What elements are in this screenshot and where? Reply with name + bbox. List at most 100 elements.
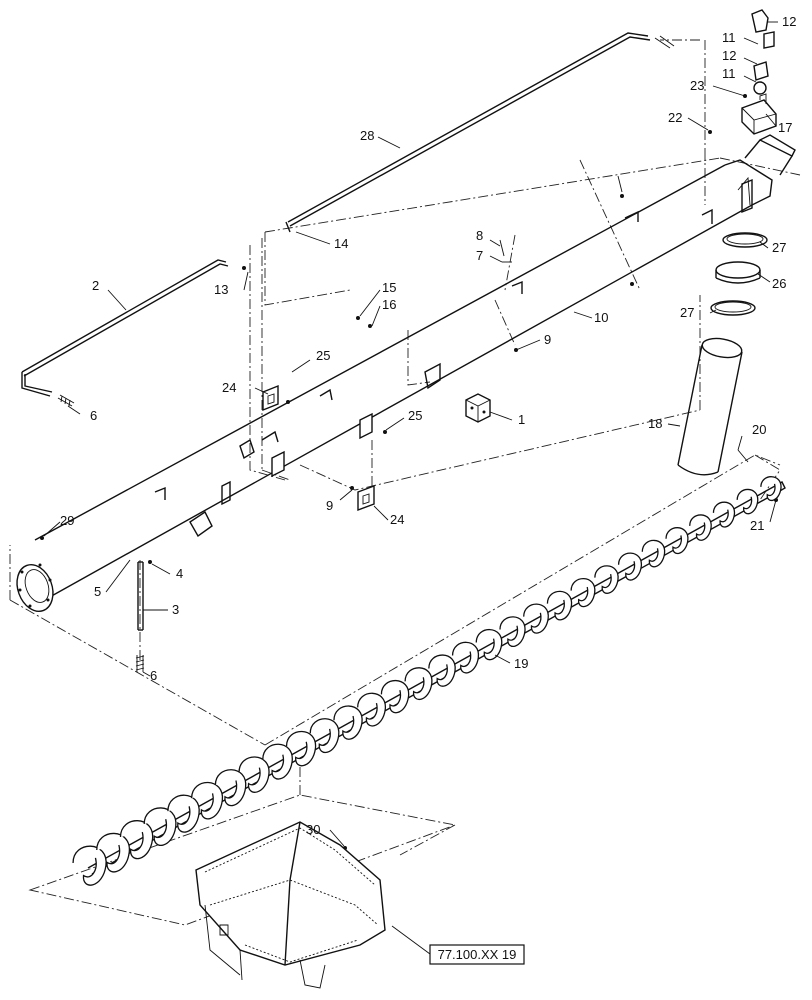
threaded-end-lower [135, 655, 145, 672]
callout-25a: 25 [316, 348, 330, 363]
callout-30: 30 [306, 822, 320, 837]
auger-flight [380, 680, 410, 714]
callout-12a: 12 [782, 14, 796, 29]
top-hardware-stack [741, 9, 777, 135]
auger-flight [238, 756, 270, 793]
part-3-rod [137, 561, 144, 631]
rod-lower [21, 259, 229, 407]
callout-25b: 25 [408, 408, 422, 423]
callout-24b: 24 [390, 512, 404, 527]
auger-flight [760, 476, 782, 502]
auger-flight [333, 705, 363, 740]
part-27-ring-upper [722, 232, 768, 248]
callout-13: 13 [214, 282, 228, 297]
auger-flight [428, 654, 456, 687]
auger-flight [357, 692, 386, 727]
auger-flight [665, 527, 689, 555]
fasteners [40, 94, 778, 850]
auger-flight [190, 781, 223, 820]
callout-27b: 27 [680, 305, 694, 320]
auger-flighting [72, 476, 786, 886]
leader-lines [43, 21, 778, 847]
callout-9b: 9 [326, 498, 333, 513]
callout-7: 7 [476, 248, 483, 263]
callout-28: 28 [360, 128, 374, 143]
callout-9a: 9 [544, 332, 551, 347]
auger-flight [617, 552, 642, 581]
auger-flight [689, 514, 712, 541]
auger-flight [96, 832, 130, 873]
tube-bracket-a [189, 510, 213, 538]
auger-flight [143, 807, 177, 846]
auger-flight [167, 794, 200, 833]
callout-27a: 27 [772, 240, 786, 255]
callout-11a: 11 [722, 30, 736, 45]
callout-2: 2 [92, 278, 99, 293]
callout-6a: 6 [90, 408, 97, 423]
callout-16: 16 [382, 297, 396, 312]
auger-flight [72, 845, 107, 886]
callout-22: 22 [668, 110, 682, 125]
tube-bracket-e [261, 430, 279, 443]
callout-14: 14 [334, 236, 348, 251]
callout-21: 21 [750, 518, 764, 533]
assembly-guide-lines [9, 39, 801, 926]
threaded-end-upper [57, 394, 75, 407]
callout-6b: 6 [150, 668, 157, 683]
callout-5: 5 [94, 584, 101, 599]
tube-bracket-h [511, 280, 523, 294]
auger-flight [546, 590, 573, 621]
auger-flight [736, 488, 759, 515]
callout-3: 3 [172, 602, 179, 617]
callout-11b: 11 [722, 66, 736, 81]
callout-labels: 1 2 3 4 5 6 6 7 8 9 9 10 11 11 12 12 13 … [60, 14, 796, 837]
callout-19: 19 [514, 656, 528, 671]
callout-23: 23 [690, 78, 704, 93]
tube-bracket-f [319, 388, 333, 401]
reference-box[interactable]: 77.100.XX 19 [391, 925, 525, 965]
callout-26: 26 [772, 276, 786, 291]
callout-29: 29 [60, 513, 74, 528]
tube-flange [16, 563, 54, 612]
callout-18: 18 [648, 416, 662, 431]
hopper [195, 821, 386, 989]
auger-flight [594, 565, 619, 594]
auger-flight [641, 539, 666, 568]
rod-upper [285, 32, 675, 233]
callout-24a: 24 [222, 380, 236, 395]
tube-bracket-j [701, 208, 713, 224]
auger-flight [404, 667, 433, 701]
reference-label: 77.100.XX 19 [438, 947, 517, 962]
callout-12b: 12 [722, 48, 736, 63]
auger-flight [309, 718, 340, 754]
part-27-ring-lower [710, 300, 756, 316]
callout-17: 17 [778, 120, 792, 135]
auger-flight [451, 641, 479, 674]
callout-1: 1 [518, 412, 525, 427]
part-24-bracket-lower [357, 484, 375, 512]
auger-tube [16, 134, 796, 612]
auger-flight [214, 769, 247, 807]
part-1-block [465, 393, 491, 423]
auger-flight [285, 730, 317, 767]
auger-flight [262, 743, 293, 780]
callout-15: 15 [382, 280, 396, 295]
auger-flight [119, 820, 154, 860]
auger-flight [712, 501, 736, 528]
callout-8: 8 [476, 228, 483, 243]
tube-bracket-g [424, 362, 441, 390]
tube-bracket-d [239, 438, 255, 460]
part-26-clamp [715, 261, 761, 284]
callout-20: 20 [752, 422, 766, 437]
tube-bracket-c [154, 486, 166, 500]
tube-bracket-i [624, 210, 639, 222]
callout-4: 4 [176, 566, 183, 581]
tube-bracket-b [221, 480, 231, 506]
tube-bracket-k [741, 178, 753, 214]
auger-flight [499, 616, 526, 647]
auger-flight [475, 629, 503, 661]
auger-flight [570, 577, 596, 608]
part-24-bracket-mid [271, 412, 373, 478]
callout-10: 10 [594, 310, 608, 325]
